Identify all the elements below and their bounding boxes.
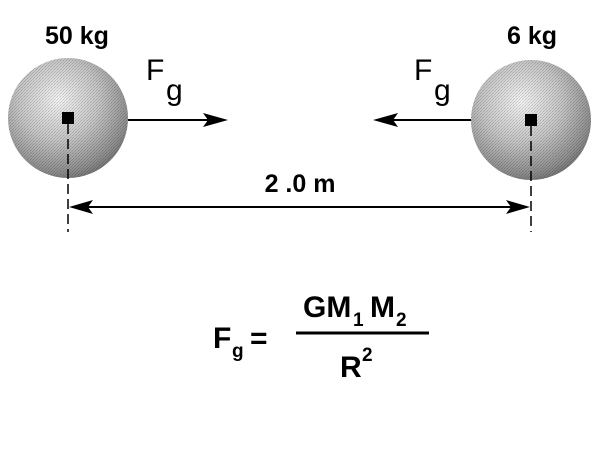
left-mass-label: 50 kg [45, 22, 109, 50]
left-force-arrow [128, 113, 228, 127]
distance-arrow [69, 200, 530, 214]
left-force-symbol: F [146, 54, 164, 87]
formula-numerator-sub2: 2 [396, 310, 407, 331]
distance-label: 2 .0 m [265, 170, 336, 198]
formula-denominator-r: R [340, 351, 362, 384]
formula-equals: = [250, 322, 268, 355]
formula-numerator-sub1: 1 [353, 310, 364, 331]
left-center-dot [62, 112, 74, 124]
formula-lhs-symbol: F [213, 322, 231, 355]
formula-numerator-m2: M [370, 291, 395, 324]
left-force-subscript: g [166, 74, 183, 107]
gravity-formula: F g = GM 1 M 2 R 2 [213, 291, 429, 384]
formula-denominator-exp: 2 [362, 345, 373, 366]
formula-lhs-subscript: g [232, 341, 244, 362]
right-force-symbol: F [414, 54, 432, 87]
right-mass-label: 6 kg [507, 22, 557, 50]
right-center-dot [525, 114, 537, 126]
formula-numerator-gm: GM [303, 291, 351, 324]
right-force-arrow [373, 113, 471, 127]
right-force-subscript: g [434, 74, 451, 107]
